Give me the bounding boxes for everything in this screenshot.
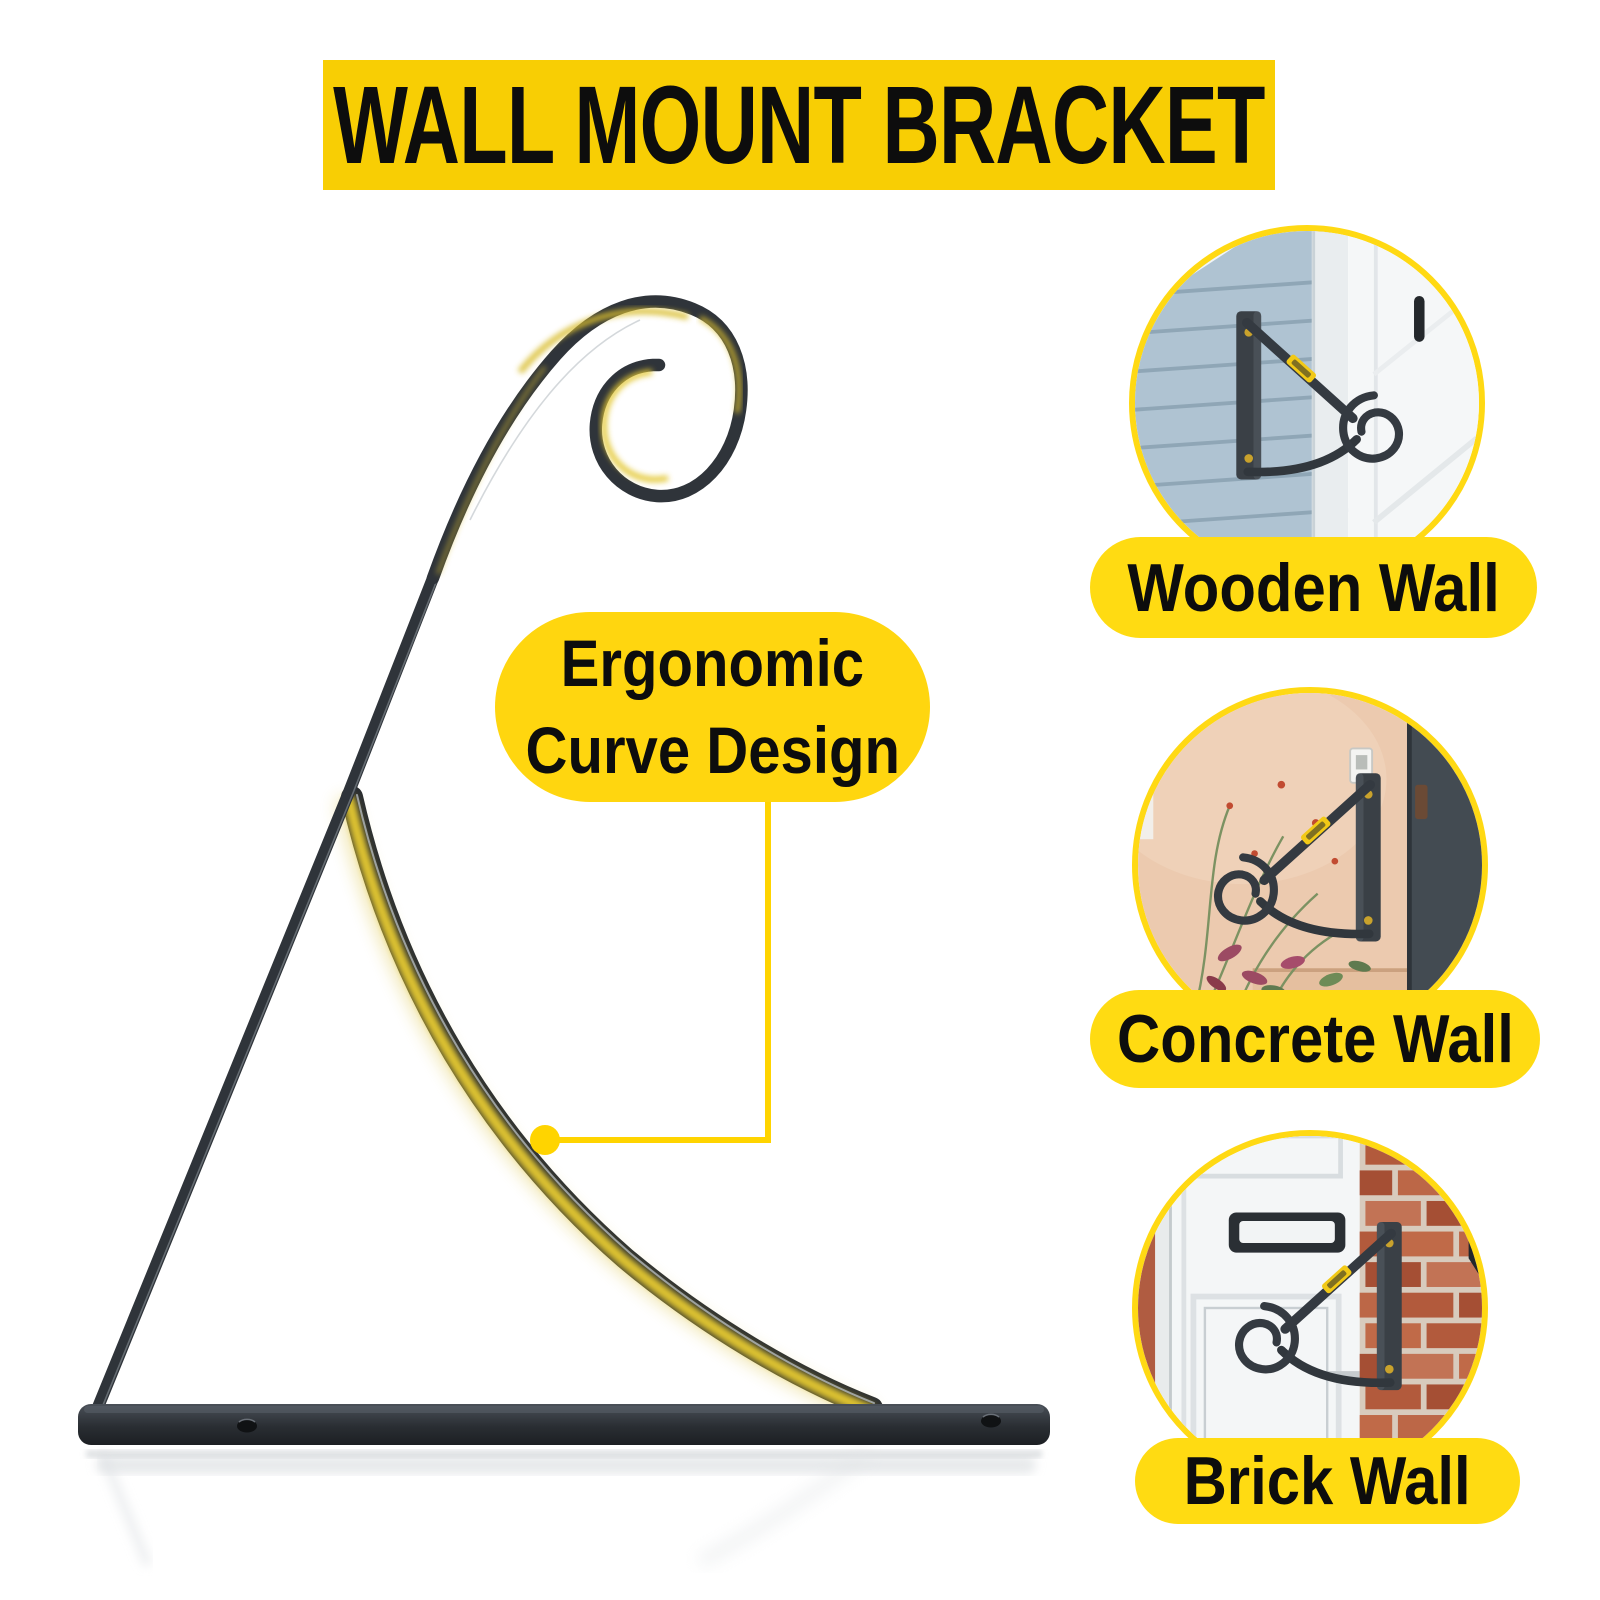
callout-connector-horizontal: [547, 1137, 771, 1143]
photo-circle-wooden-wall: [1129, 225, 1485, 581]
bracket-hook-scroll: [426, 295, 748, 585]
label-pill-wooden-wall: Wooden Wall: [1090, 537, 1537, 638]
label-pill-brick-wall: Brick Wall: [1135, 1438, 1520, 1524]
brick-sliver: [1138, 1136, 1156, 1480]
screw-hole-left: [237, 1419, 257, 1433]
bracket-curved-arm: [336, 786, 910, 1426]
bracket-reflection: [86, 1446, 1042, 1569]
callout-text-line2: Curve Design: [525, 713, 900, 787]
dark-edge: [1468, 1136, 1482, 1280]
door-hinge: [1415, 784, 1428, 820]
white-door: [1348, 231, 1479, 575]
label-brick-wall: Brick Wall: [1183, 1443, 1472, 1519]
photo-circle-concrete-wall: [1132, 687, 1488, 1043]
callout-bubble: Ergonomic Curve Design: [495, 612, 930, 802]
callout-connector-vertical: [765, 798, 771, 1143]
title-banner: WALL MOUNT BRACKET: [323, 60, 1275, 190]
callout-text-line1: Ergonomic: [560, 625, 865, 700]
label-wooden-wall: Wooden Wall: [1127, 549, 1500, 626]
bracket-straight-arm: [90, 572, 439, 1418]
label-concrete-wall: Concrete Wall: [1116, 1001, 1514, 1077]
callout-dot: [530, 1125, 560, 1155]
door-wreath: [1430, 231, 1479, 287]
photo-circle-brick-wall: [1132, 1130, 1488, 1486]
door-lower-panel: [1190, 1293, 1342, 1480]
label-pill-concrete-wall: Concrete Wall: [1090, 990, 1540, 1088]
page-title: WALL MOUNT BRACKET: [333, 63, 1265, 187]
entry-door: [1409, 693, 1482, 1037]
door-handle: [1414, 295, 1425, 342]
bracket-base-plate: [78, 1404, 1050, 1445]
screw-hole-right: [981, 1414, 1001, 1428]
curved-arm-foot: [846, 1406, 910, 1422]
wall-fragment: [1138, 783, 1154, 840]
